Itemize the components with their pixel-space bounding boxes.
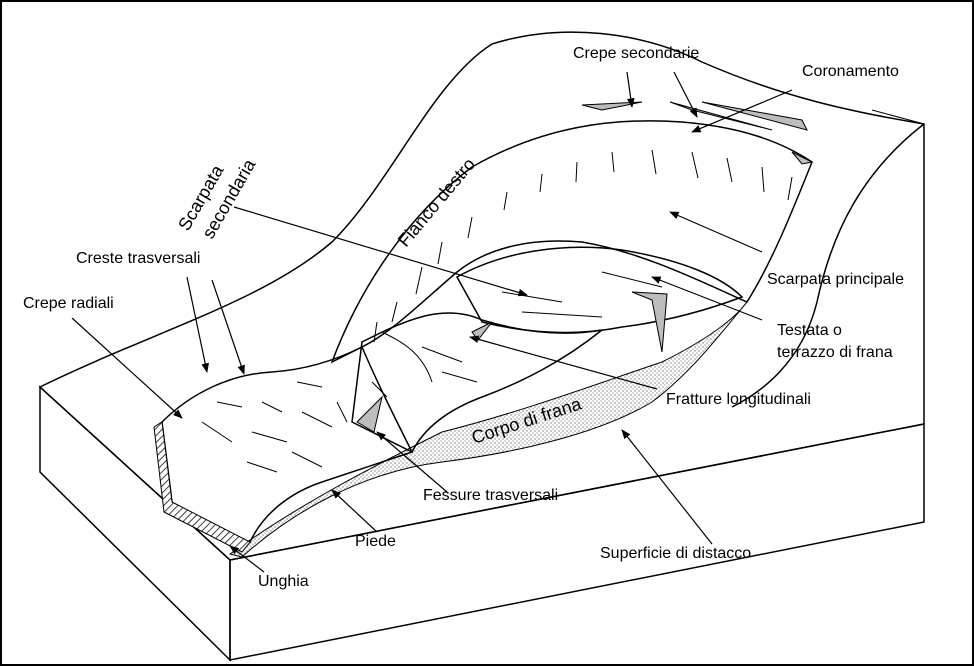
- label-fessure-trasversali: Fessure trasversali: [423, 487, 558, 504]
- block-top-surface: [40, 32, 924, 560]
- label-unghia: Unghia: [258, 573, 309, 590]
- label-fratture-longitudinali: Fratture longitudinali: [666, 391, 811, 408]
- label-crepe-radiali: Crepe radiali: [23, 295, 114, 312]
- label-crepe-secondarie: Crepe secondarie: [573, 45, 699, 62]
- label-fianco-destro: Fianco destro: [394, 154, 479, 250]
- label-creste-trasversali: Creste trasversali: [76, 250, 200, 267]
- label-superficie-di-distacco: Superficie di distacco: [600, 545, 751, 562]
- label-scarpata-principale: Scarpata principale: [767, 271, 904, 288]
- label-coronamento: Coronamento: [802, 63, 899, 80]
- labels: Crepe secondarie Coronamento Scarpata se…: [23, 45, 904, 590]
- label-testata-2: terrazzo di frana: [777, 344, 893, 361]
- label-piede: Piede: [355, 533, 396, 550]
- block-side-face: [230, 424, 924, 660]
- label-testata-1: Testata o: [777, 322, 842, 339]
- secondary-cracks: [357, 102, 812, 432]
